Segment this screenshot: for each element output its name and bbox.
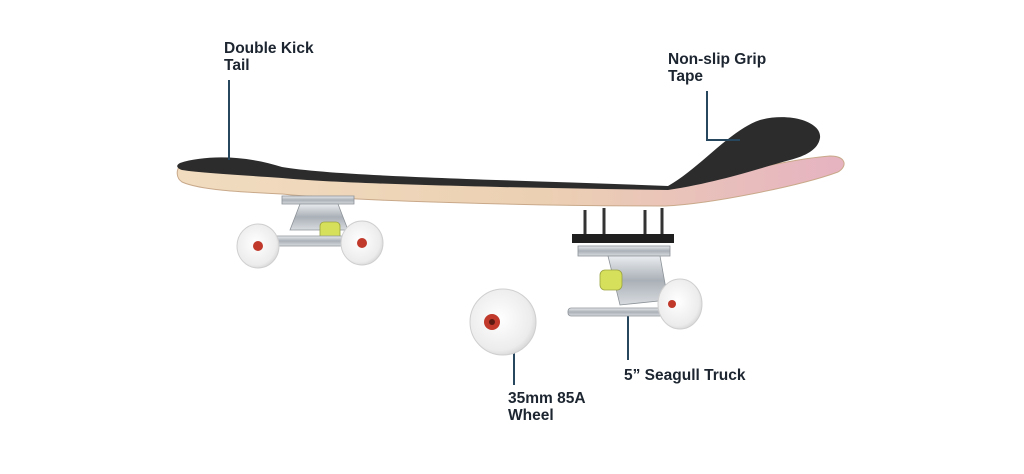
front-truck [567,245,679,317]
leader-grip [706,91,740,141]
label-wheel: 35mm 85A Wheel [508,390,586,424]
label-seagull-truck: 5” Seagull Truck [624,367,746,384]
grip-tape [177,117,821,190]
rear-truck [261,195,363,247]
label-grip-tape: Non-slip Grip Tape [668,51,767,85]
front-wheel [657,278,703,330]
rear-wheels [236,220,384,269]
mounting-hardware [572,208,674,243]
label-double-kick-tail: Double Kick Tail [224,40,314,74]
loose-wheel [469,288,537,356]
riser-pad [572,234,674,243]
